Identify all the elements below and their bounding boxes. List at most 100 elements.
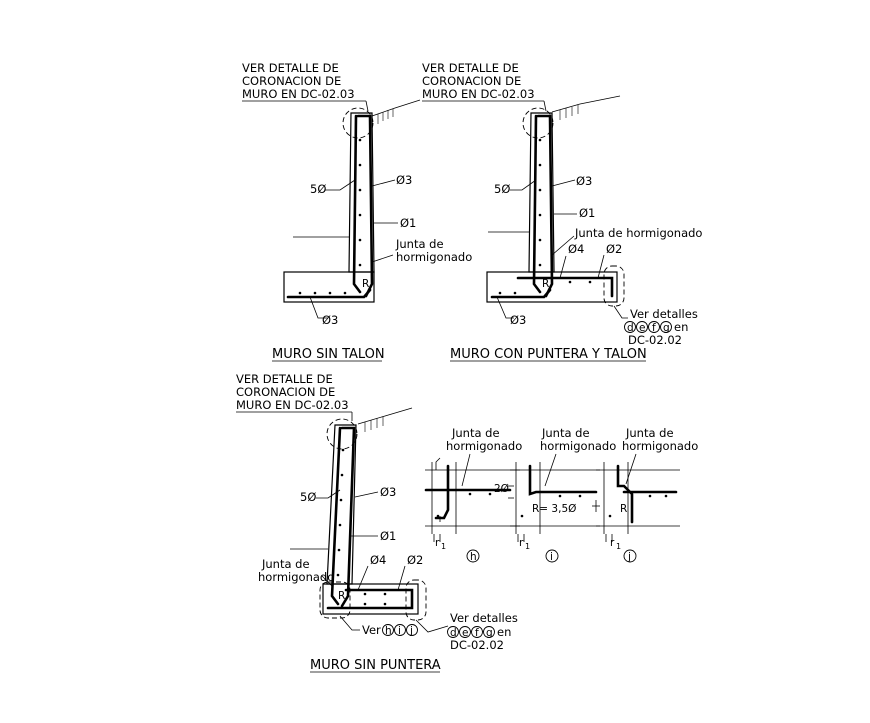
wall-sin-puntera: VER DETALLE DE CORONACION DE MURO EN DC-… (236, 372, 518, 673)
wall1-footing (283, 271, 375, 303)
wall3-label-phi1: Ø1 (380, 529, 396, 543)
wall2-label-phi3: Ø3 (576, 174, 592, 188)
wall3-letter-j: j (409, 625, 413, 637)
detail-h-r1-sub: 1 (441, 542, 446, 551)
wall3-detail-box-left (319, 581, 351, 619)
detail-i: Junta de hormigonado R= 3,5Ø 2Ø r 1 i (494, 426, 616, 563)
wall2-label-phi3-bottom: Ø3 (510, 313, 526, 327)
wall1-leader-5phi (325, 179, 356, 191)
wall1-note-line2: CORONACION DE (242, 74, 341, 88)
wall3-leader-junta (321, 575, 333, 587)
wall2-leader-phi3-bottom (496, 296, 514, 319)
wall2-ground-hatch (559, 105, 579, 120)
wall3-junta-line1: Junta de (261, 557, 310, 571)
detail-h-letter: h (470, 551, 477, 563)
detail-letter-g: g (663, 322, 670, 334)
wall2-rebar-footing-bottom (490, 288, 552, 299)
detail-j-radius-label: R (620, 503, 627, 515)
wall3-dc0202: DC-02.02 (450, 638, 504, 652)
wall3-crown-detail-circle (326, 418, 358, 450)
detail-i-junta-line2: hormigonado (540, 439, 616, 453)
wall2-note-line3: MURO EN DC-02.03 (422, 87, 535, 101)
wall2-note-line2: CORONACION DE (422, 74, 521, 88)
wall3-letter-h: h (385, 625, 392, 637)
wall1-note-leader (365, 100, 369, 112)
wall3-leader-5phi (316, 489, 341, 499)
wall3-leader-ver-detalles (415, 619, 449, 633)
wall1-leader-junta (371, 254, 394, 263)
wall1-radius-label: R (362, 278, 369, 290)
wall3-label-phi3: Ø3 (380, 485, 396, 499)
wall3-label-ver: Ver (362, 623, 381, 637)
wall2-en: en (674, 320, 688, 334)
wall1-label-phi3: Ø3 (396, 173, 412, 187)
wall3-leader-phi4 (357, 565, 369, 591)
detail-h-break (435, 457, 441, 470)
detail-j-circle (623, 549, 637, 563)
wall1-ground-line (371, 99, 421, 117)
detail-i-radius: R= 3,5Ø (532, 503, 576, 515)
wall2-rebar-inner (536, 114, 554, 298)
wall1-leader-phi3-bottom (309, 296, 328, 319)
wall2-leader-phi3 (551, 179, 576, 187)
wall3-detail-letters-hij: h i j (382, 624, 418, 637)
wall3-label-phi4: Ø4 (370, 553, 386, 567)
wall3-detail-box-right (405, 579, 427, 621)
detail-j-junta-leader (625, 453, 637, 485)
wall3-footing (322, 583, 419, 615)
wall2-rebar-outer (532, 114, 542, 294)
wall3-radius-label: R (338, 590, 345, 602)
wall-con-puntera: VER DETALLE DE CORONACION DE MURO EN DC-… (422, 61, 702, 362)
detail-h-rebar-hook (434, 464, 450, 520)
detail-i-dots (520, 494, 582, 518)
wall2-label-junta: Junta de hormigonado (574, 226, 702, 240)
wall3-letter-f: f (475, 627, 479, 639)
wall3-rebar-inner (340, 426, 356, 608)
detail-j: Junta de hormigonado R r 1 j (592, 426, 698, 563)
wall1-junta-line2: hormigonado (396, 250, 472, 264)
wall3-detail-letters-defg: d e f g (447, 626, 495, 639)
wall1-leader-phi3 (371, 179, 396, 187)
wall1-rebar-dots (298, 138, 362, 295)
wall2-radius-label: R (542, 278, 549, 290)
detail-j-dots (608, 494, 668, 518)
detail-letter-d: d (627, 322, 634, 334)
wall2-leader-phi2 (597, 254, 605, 279)
wall2-label-phi2: Ø2 (606, 242, 622, 256)
wall3-note-line2: CORONACION DE (236, 385, 335, 399)
title-muro-con-puntera: MURO CON PUNTERA Y TALON (450, 347, 647, 362)
title-muro-sin-talon: MURO SIN TALON (272, 347, 385, 362)
wall3-ground-line (357, 407, 413, 425)
wall3-leader-ver-hij (339, 615, 360, 631)
detail-h-junta-line1: Junta de (451, 426, 500, 440)
detail-h-dots (436, 492, 492, 518)
wall3-rebar-dots (336, 448, 387, 606)
wall2-leader-5phi (510, 179, 537, 191)
wall3-ground-hatch (364, 417, 384, 432)
detail-letter-f: f (652, 322, 656, 334)
wall3-junta-line2: hormigonado (258, 570, 334, 584)
wall3-leader-phi2 (397, 565, 406, 591)
title-muro-sin-puntera: MURO SIN PUNTERA (310, 658, 441, 673)
wall2-label-phi4: Ø4 (568, 242, 584, 256)
wall1-note-line3: MURO EN DC-02.03 (242, 87, 355, 101)
wall2-crown-detail-circle (522, 107, 554, 139)
wall3-note-line1: VER DETALLE DE (236, 372, 333, 386)
detail-h-junta-line2: hormigonado (446, 439, 522, 453)
detail-letter-e: e (639, 322, 645, 334)
detail-j-rebar-hook (616, 464, 634, 524)
detail-i-circle (545, 549, 559, 563)
wall2-rebar-footing-top (516, 276, 614, 298)
wall3-label-phi2: Ø2 (407, 553, 423, 567)
wall3-leader-phi3 (354, 491, 379, 498)
wall3-label-5phi: 5Ø (300, 490, 316, 504)
detail-j-junta-line1: Junta de (625, 426, 674, 440)
detail-i-r1: r (519, 537, 524, 549)
detail-h-r1: r (435, 537, 440, 549)
wall2-ground-line (551, 95, 621, 113)
detail-j-r1: r (610, 537, 615, 549)
detail-i-r1-sub: 1 (525, 542, 530, 551)
detail-i-junta-line1: Junta de (541, 426, 590, 440)
wall1-note-line1: VER DETALLE DE (242, 61, 339, 75)
